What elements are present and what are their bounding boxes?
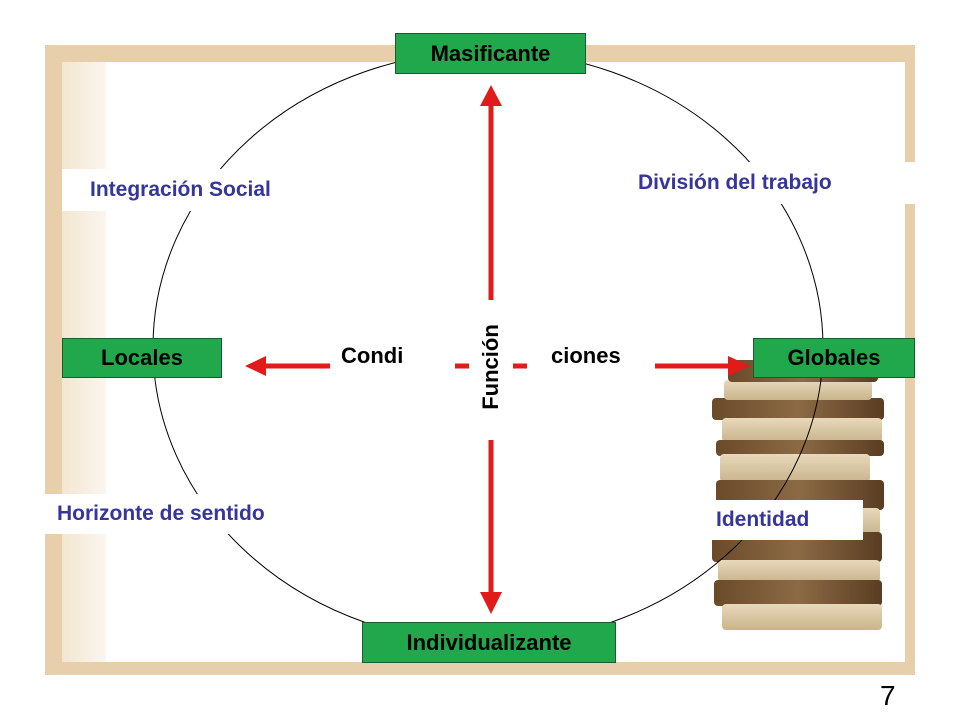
center-text-ciones: ciones: [551, 343, 621, 368]
arrow-left: [245, 356, 330, 376]
right-box-globales: Globales: [753, 338, 915, 378]
arrow-down: [480, 440, 502, 614]
bottom-box-individualizante: Individualizante: [362, 622, 616, 663]
left-box-locales: Locales: [62, 338, 222, 378]
arrow-up: [480, 85, 502, 300]
label-division-del-trabajo: División del trabajo: [630, 162, 915, 204]
label-horizonte-de-sentido: Horizonte de sentido: [44, 494, 339, 534]
center-text-funcion: Función: [478, 324, 503, 410]
top-box-masificante: Masificante: [395, 33, 586, 74]
label-identidad: Identidad: [708, 500, 863, 540]
page-number: 7: [880, 680, 896, 711]
center-text-condi: Condi: [341, 343, 404, 368]
arrow-right: [655, 356, 750, 376]
books-stack-icon: [712, 360, 884, 630]
label-integracion-social: Integración Social: [62, 169, 338, 211]
